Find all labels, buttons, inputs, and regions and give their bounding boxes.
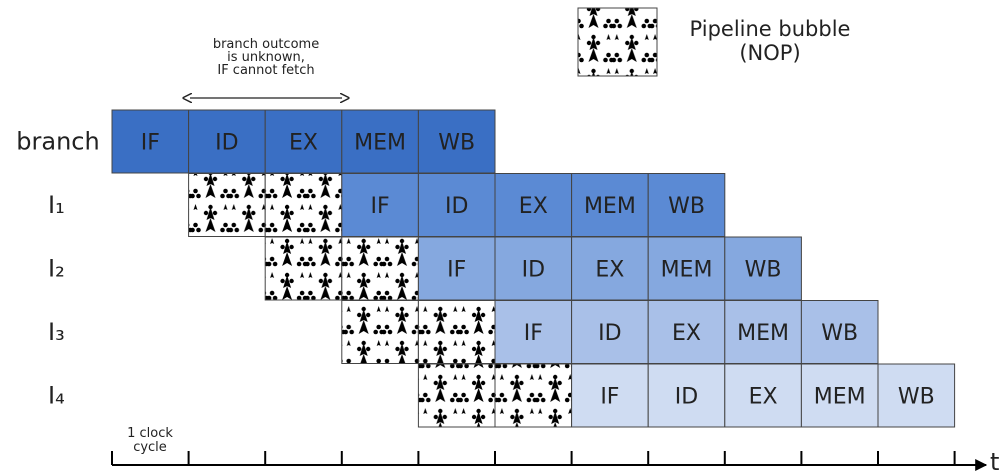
stage-label: EX — [749, 385, 778, 410]
pipeline-bubble-cell — [264, 173, 343, 237]
stage-label: ID — [675, 385, 698, 410]
legend-title: Pipeline bubble — [690, 17, 851, 41]
stage-label: WB — [821, 321, 858, 346]
stage-cell — [264, 109, 343, 174]
time-axis-label: t — [990, 448, 999, 472]
legend-subtitle: (NOP) — [739, 41, 800, 65]
pipeline-bubble-cell — [188, 173, 266, 237]
stage-label: IF — [371, 194, 390, 219]
stage-label: EX — [595, 258, 624, 283]
stage-cell — [417, 236, 496, 301]
stage-cell — [877, 363, 956, 428]
stage-label: ID — [215, 131, 238, 156]
stage-cell — [571, 300, 649, 364]
stage-label: MEM — [354, 131, 406, 156]
stage-cell — [417, 109, 496, 174]
stage-label: IF — [600, 385, 619, 410]
annotation-line-2: is unknown, — [227, 50, 305, 65]
legend: Pipeline bubble (NOP) — [577, 7, 851, 77]
pipeline-bubble-cell — [341, 236, 419, 301]
annotation-line-3: IF cannot fetch — [217, 63, 314, 78]
pipeline-row: branch IF ID EX MEM WB — [16, 109, 496, 174]
stage-cell — [724, 300, 802, 364]
stage-label: IF — [524, 321, 543, 346]
stage-cell — [724, 236, 802, 301]
stage-label: WB — [438, 131, 475, 156]
clock-cycle-label-2: cycle — [133, 440, 167, 455]
stage-cell — [800, 300, 879, 364]
stage-label: ID — [598, 321, 621, 346]
row-label: I₃ — [48, 318, 65, 346]
stage-label: MEM — [814, 385, 866, 410]
pipeline-bubble-cell — [417, 300, 496, 364]
stage-label: WB — [898, 385, 935, 410]
stage-cell — [571, 173, 649, 237]
stage-label: MEM — [737, 321, 789, 346]
pipeline-row: I₃ IF ID EX MEM WB — [48, 300, 879, 364]
pipeline-row: I₂ IF ID EX MEM WB — [48, 236, 802, 301]
stage-cell — [494, 300, 573, 364]
branch-annotation: branch outcome is unknown, IF cannot fet… — [190, 37, 342, 98]
stage-label: WB — [668, 194, 705, 219]
stage-label: WB — [745, 258, 782, 283]
stage-cell — [571, 363, 649, 428]
pipeline-row: I₁ IF ID EX MEM WB — [48, 173, 726, 237]
pipeline-bubble-cell — [264, 236, 343, 301]
time-axis: t 1 clock cycle — [111, 426, 999, 472]
stage-cell — [111, 109, 190, 174]
stage-label: IF — [141, 131, 160, 156]
stage-cell — [647, 173, 726, 237]
pipeline-bubble-cell — [494, 363, 573, 428]
row-label: I₂ — [48, 255, 65, 283]
stage-label: ID — [522, 258, 545, 283]
stage-cell — [647, 300, 726, 364]
stage-label: EX — [289, 131, 318, 156]
stage-cell — [188, 109, 266, 174]
pipeline-bubble-cell — [341, 300, 419, 364]
stage-cell — [800, 363, 879, 428]
stage-cell — [571, 236, 649, 301]
clock-cycle-label-1: 1 clock — [127, 426, 173, 441]
row-label: I₄ — [48, 382, 65, 410]
legend-bubble-swatch — [577, 7, 658, 77]
row-label: branch — [16, 128, 99, 156]
stage-label: EX — [519, 194, 548, 219]
stage-label: MEM — [661, 258, 713, 283]
stage-label: MEM — [584, 194, 636, 219]
pipeline-row: I₄ IF ID EX MEM WB — [48, 363, 956, 428]
stage-label: EX — [672, 321, 701, 346]
stage-label: IF — [447, 258, 466, 283]
stage-label: ID — [445, 194, 468, 219]
pipeline-bubble-cell — [417, 363, 496, 428]
annotation-line-1: branch outcome — [213, 37, 319, 52]
stage-cell — [647, 363, 726, 428]
row-label: I₁ — [48, 191, 65, 219]
stage-cell — [417, 173, 496, 237]
